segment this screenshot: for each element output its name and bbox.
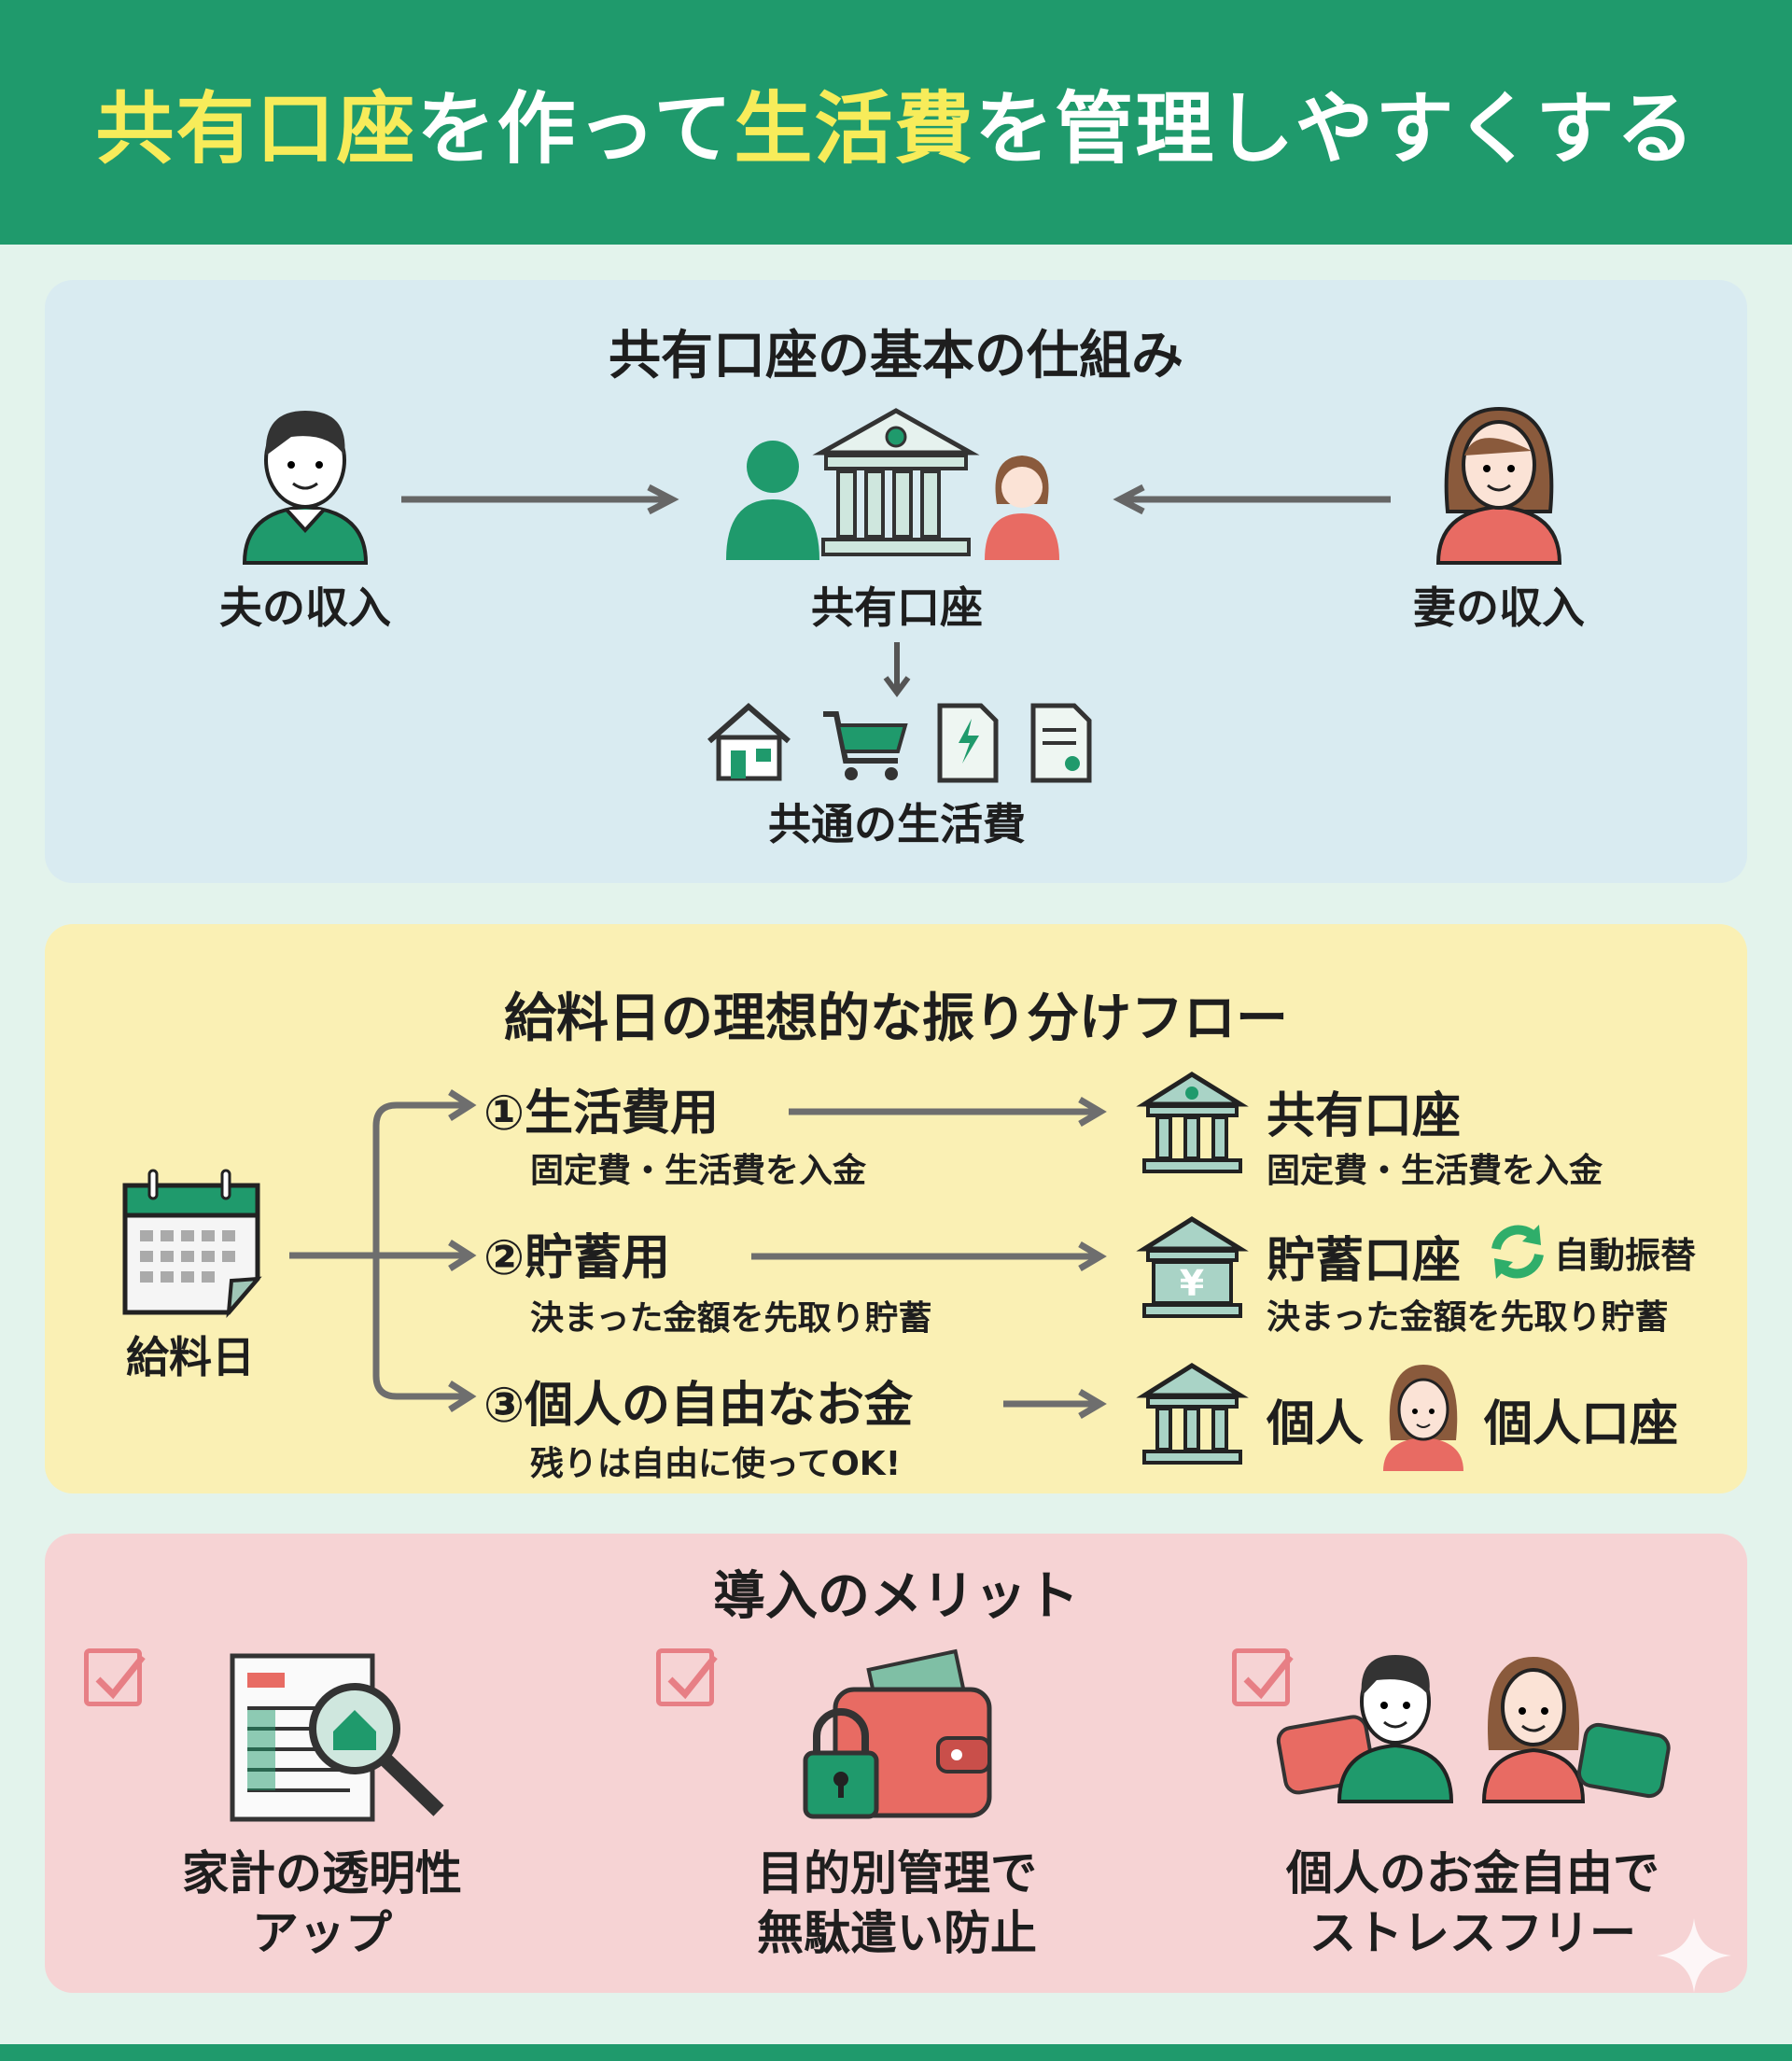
calendar-icon xyxy=(122,1169,262,1319)
shared-account-icon xyxy=(726,408,1059,560)
wallet-lock-icon xyxy=(803,1648,992,1819)
merit-line: アップ xyxy=(252,1906,392,1960)
checkbox-icon xyxy=(656,1648,718,1706)
personal-bank-icon xyxy=(1136,1363,1249,1465)
dest-savings-account: 貯蓄口座 xyxy=(1267,1233,1462,1289)
dest-personal: 個人 xyxy=(1267,1396,1365,1452)
invoice-icon xyxy=(1030,703,1092,783)
dest-savings-desc: 決まった金額を先取り貯蓄 xyxy=(1267,1298,1669,1337)
title-text: を管理しやすくする xyxy=(974,82,1697,175)
merit-line: 個人のお金自由で xyxy=(1286,1846,1659,1900)
dest-shared-account: 共有口座 xyxy=(1267,1088,1462,1144)
payday-flow-panel: 給料日の理想的な振り分けフロー xyxy=(45,924,1747,1493)
wife-icon xyxy=(1435,406,1562,565)
savings-bank-icon: ¥ xyxy=(1136,1216,1249,1318)
title-text: を作って xyxy=(416,82,735,175)
couple-with-wallets-icon xyxy=(1276,1655,1671,1803)
shared-bank-icon xyxy=(1136,1072,1249,1173)
title-banner: 共有口座を作って生活費を管理しやすくする xyxy=(0,0,1792,245)
sparkle-icon xyxy=(1657,1918,1731,1993)
basics-panel: 共有口座の基本の仕組み xyxy=(45,280,1747,883)
merit-line: ストレスフリー xyxy=(1309,1906,1636,1960)
flow-row3-title: ③個人の自由なお金 xyxy=(483,1378,914,1434)
page-title: 共有口座を作って生活費を管理しやすくする xyxy=(95,66,1696,179)
merits-heading: 導入のメリット xyxy=(713,1566,1079,1627)
basics-heading: 共有口座の基本の仕組み xyxy=(609,326,1183,386)
row2-arrow xyxy=(751,1241,1107,1272)
husband-income-label: 夫の収入 xyxy=(219,582,391,633)
footer-bar xyxy=(0,2044,1792,2061)
flow-row1-desc: 固定費・生活費を入金 xyxy=(530,1152,867,1190)
woman-avatar-icon xyxy=(1383,1365,1463,1471)
checkbox-icon xyxy=(84,1648,146,1706)
arrow-left-icon xyxy=(1113,484,1391,515)
merit-line: 家計の透明性 xyxy=(182,1846,462,1900)
title-highlight: 生活費 xyxy=(734,82,975,175)
title-highlight: 共有口座 xyxy=(95,82,417,175)
merit-line: 無駄遣い防止 xyxy=(757,1906,1037,1960)
flow-row1-title: ①生活費用 xyxy=(483,1086,720,1142)
payday-label: 給料日 xyxy=(126,1332,255,1382)
household-transparency-icon xyxy=(230,1653,444,1822)
shared-account-label: 共有口座 xyxy=(811,582,983,633)
merit-line: 目的別管理で xyxy=(757,1846,1037,1900)
house-icon xyxy=(707,703,791,781)
branch-arrows xyxy=(289,1089,477,1412)
row1-arrow xyxy=(789,1096,1107,1128)
dest-personal-account: 個人口座 xyxy=(1484,1396,1679,1452)
shopping-cart-icon xyxy=(823,711,908,780)
flow-row2-title: ②貯蓄用 xyxy=(483,1230,671,1286)
arrow-down-icon xyxy=(883,642,911,697)
dest-shared-desc: 固定費・生活費を入金 xyxy=(1267,1152,1603,1190)
electricity-bill-icon xyxy=(937,703,999,783)
svg-text:¥: ¥ xyxy=(1180,1263,1204,1304)
checkbox-icon xyxy=(1232,1648,1294,1706)
merit-item-stress-free: 個人のお金自由でストレスフリー xyxy=(1286,1844,1659,1963)
flow-heading: 給料日の理想的な振り分けフロー xyxy=(504,988,1288,1049)
auto-transfer-icon xyxy=(1491,1225,1544,1279)
flow-row2-desc: 決まった金額を先取り貯蓄 xyxy=(530,1299,932,1338)
flow-row3-desc: 残りは自由に使ってOK! xyxy=(530,1445,902,1483)
arrow-right-icon xyxy=(401,484,679,515)
row3-arrow xyxy=(1003,1388,1107,1420)
shared-expenses-label: 共通の生活費 xyxy=(768,799,1026,849)
wife-income-label: 妻の収入 xyxy=(1413,582,1585,633)
auto-transfer-badge: 自動振替 xyxy=(1554,1235,1697,1276)
husband-icon xyxy=(242,411,369,565)
merit-item-waste-prevention: 目的別管理で無駄遣い防止 xyxy=(757,1844,1037,1963)
merit-item-transparency: 家計の透明性アップ xyxy=(182,1844,462,1963)
